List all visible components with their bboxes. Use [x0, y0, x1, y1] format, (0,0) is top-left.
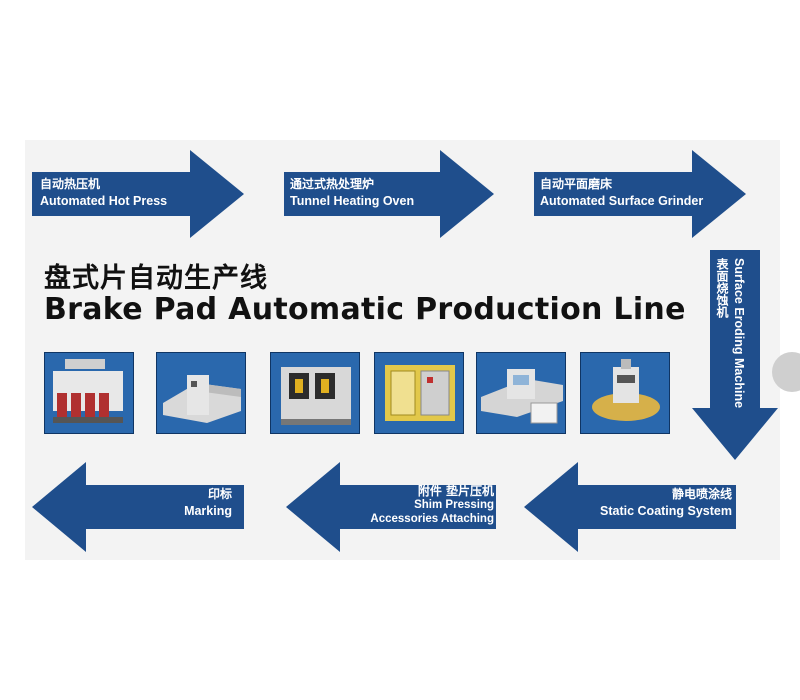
surface-grinder-machine-photo: [270, 352, 360, 434]
step-zh: 自动平面磨床: [540, 177, 613, 191]
step-zh: 通过式热处理炉: [290, 177, 375, 191]
surface-grinder-machine-image: [271, 353, 359, 433]
arrow-hot-press: [32, 150, 244, 238]
tunnel-oven-machine-photo: [156, 352, 246, 434]
coating-line-machine-image: [477, 353, 565, 433]
arrow-eroding-machine: [692, 250, 778, 460]
arrow-static-coating: [524, 462, 736, 552]
eroding-machine-photo: [374, 352, 464, 434]
step-static-coating-label: 静电喷涂线 Static Coating System: [600, 486, 732, 520]
step-en: Tunnel Heating Oven: [290, 194, 415, 208]
step-zh: 表面烧蚀机: [715, 258, 729, 318]
step-marking-label: 印标 Marking: [184, 486, 232, 520]
step-surface-grinder-label: 自动平面磨床 Automated Surface Grinder: [540, 176, 703, 210]
step-en-2: Accessories Attaching: [370, 513, 494, 525]
hot-press-machine-photo: [44, 352, 134, 434]
step-shim-pressing-label: 附件 垫片压机 Shim Pressing Accessories Attach…: [370, 484, 494, 526]
arrow-shim-pressing: [286, 462, 496, 552]
step-zh: 自动热压机: [40, 177, 101, 191]
step-zh: 印标: [207, 487, 232, 501]
arrow-marking: [32, 462, 244, 552]
step-en: Automated Surface Grinder: [540, 194, 704, 208]
title-english: Brake Pad Automatic Production Line: [44, 292, 686, 327]
tunnel-oven-machine-image: [157, 353, 245, 433]
step-tunnel-oven-label: 通过式热处理炉 Tunnel Heating Oven: [290, 176, 414, 210]
step-en: Automated Hot Press: [40, 194, 168, 208]
shim-press-machine-image: [581, 353, 669, 433]
step-en: Surface Eroding Machine: [732, 258, 746, 409]
arrow-tunnel-oven: [284, 150, 494, 238]
step-en: Shim Pressing: [414, 499, 494, 511]
hot-press-machine-image: [45, 353, 133, 433]
step-eroding-machine-label: Surface Eroding Machine 表面烧蚀机: [704, 258, 754, 428]
shim-press-machine-photo: [580, 352, 670, 434]
coating-line-machine-photo: [476, 352, 566, 434]
eroding-machine-image: [375, 353, 463, 433]
step-en: Marking: [184, 504, 232, 518]
arrow-surface-grinder: [534, 150, 746, 238]
step-hot-press-label: 自动热压机 Automated Hot Press: [40, 176, 167, 210]
step-zh: 附件 垫片压机: [417, 484, 494, 498]
step-zh: 静电喷涂线: [671, 487, 732, 501]
edge-fragment: [772, 352, 800, 392]
step-en: Static Coating System: [600, 504, 732, 518]
title-chinese: 盘式片自动生产线: [44, 263, 268, 294]
